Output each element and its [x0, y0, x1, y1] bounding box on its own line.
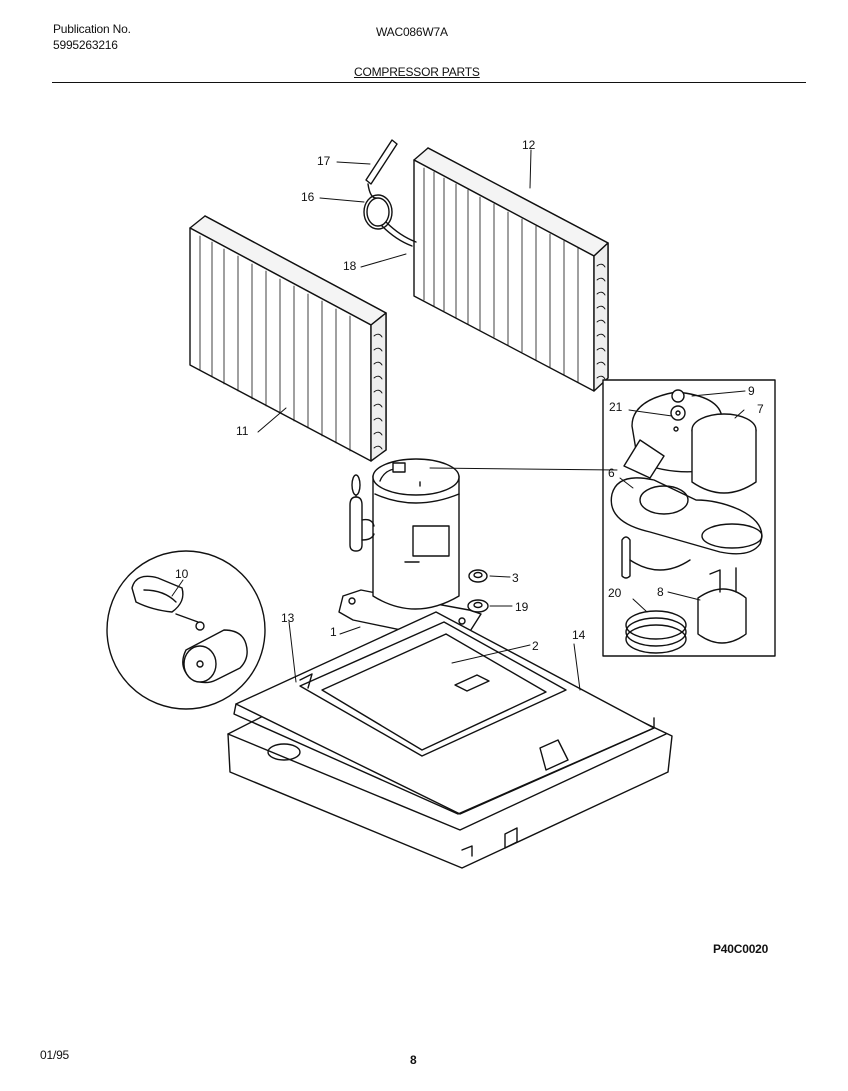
evaporator-coil [189, 215, 387, 462]
section-title: COMPRESSOR PARTS [354, 65, 480, 79]
callout-2: 2 [532, 639, 539, 653]
capacitor-detail-box [602, 379, 776, 657]
callout-19: 19 [515, 600, 529, 614]
publication-date: 01/95 [40, 1048, 70, 1062]
callout-12: 12 [522, 138, 536, 152]
callout-8: 8 [657, 585, 664, 599]
callout-7: 7 [757, 402, 764, 416]
compressor [338, 458, 482, 641]
grommet [468, 569, 488, 583]
header-rule [52, 82, 806, 83]
base-pan [227, 611, 673, 869]
callout-13: 13 [281, 611, 295, 625]
callout-18: 18 [343, 259, 357, 273]
washer [467, 599, 489, 613]
callout-11: 11 [236, 424, 249, 438]
condenser-coil [413, 147, 609, 392]
callout-3: 3 [512, 571, 519, 585]
callout-labels: 17 16 18 12 11 9 21 7 6 20 8 3 19 1 2 13… [175, 138, 764, 653]
callout-20: 20 [608, 586, 622, 600]
callout-9: 9 [748, 384, 755, 398]
drawing-reference-code: P40C0020 [713, 942, 769, 956]
callout-21: 21 [609, 400, 623, 414]
overload-detail-circle [106, 550, 266, 710]
callout-17: 17 [317, 154, 331, 168]
page-number: 8 [410, 1053, 417, 1067]
callout-16: 16 [301, 190, 315, 204]
model-number: WAC086W7A [376, 25, 448, 39]
callout-6: 6 [608, 466, 615, 480]
capillary-tube-assembly [363, 139, 417, 247]
publication-number: 5995263216 [53, 38, 118, 52]
callout-10: 10 [175, 567, 189, 581]
callout-1: 1 [330, 625, 337, 639]
publication-label: Publication No. [53, 22, 131, 36]
callout-14: 14 [572, 628, 586, 642]
leader-lines [171, 149, 746, 691]
